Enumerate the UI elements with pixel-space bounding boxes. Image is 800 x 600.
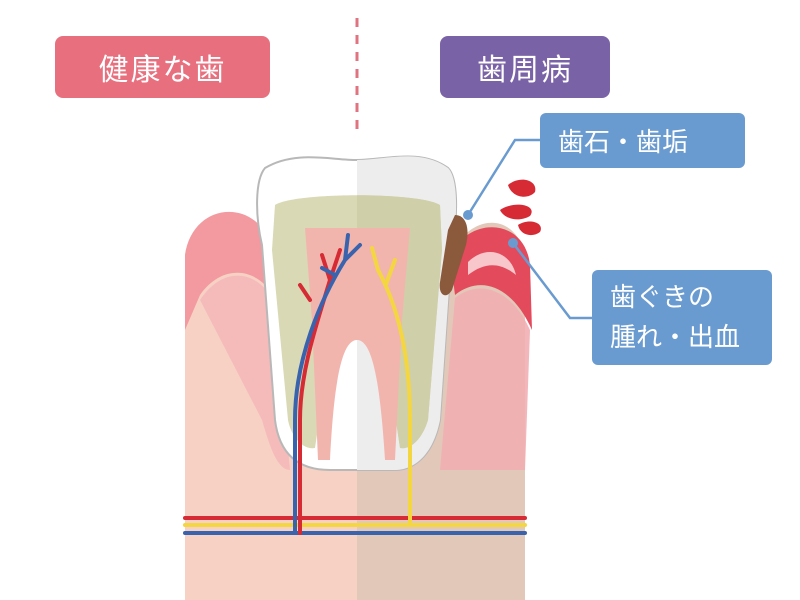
callout-connectors — [463, 138, 592, 320]
periodontal-disease-label: 歯周病 — [440, 36, 610, 98]
gum-callout-line-1: 歯ぐきの — [610, 282, 715, 313]
tartar-deposit — [439, 215, 468, 296]
vessels-and-nerve — [183, 233, 527, 535]
bleeding-drops — [500, 179, 541, 236]
gum-callout-line-2: 腫れ・出血 — [610, 322, 741, 353]
healthy-teeth-label: 健康な歯 — [55, 36, 270, 98]
inflamed-gum — [440, 227, 532, 470]
tartar-callout: 歯石・歯垢 — [540, 113, 745, 168]
gum-swelling-callout: 歯ぐきの 腫れ・出血 — [592, 270, 772, 365]
tartar-callout-text: 歯石・歯垢 — [558, 128, 689, 158]
